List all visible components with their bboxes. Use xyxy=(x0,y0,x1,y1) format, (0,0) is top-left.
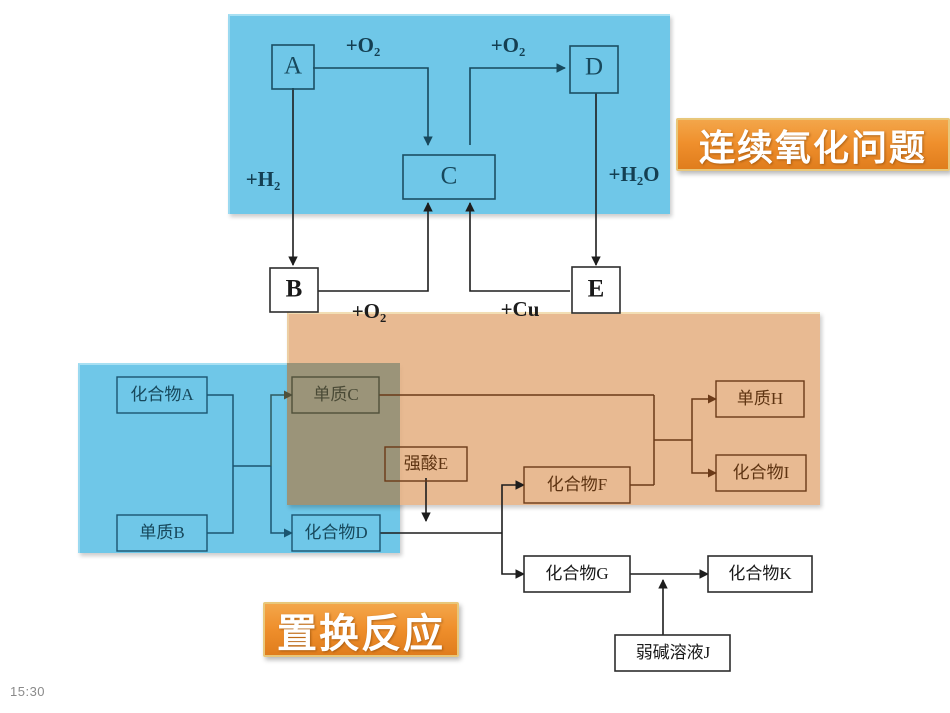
node-oxidation-e-label: E xyxy=(588,276,605,303)
node-compound-d[interactable] xyxy=(291,514,381,552)
node-compound-f[interactable] xyxy=(523,466,631,504)
edge-to-d xyxy=(270,466,293,538)
edge-to-i xyxy=(691,440,717,478)
edge-a-to-c xyxy=(313,67,433,146)
node-compound-d-label: 化合物D xyxy=(304,523,367,542)
node-oxidation-a[interactable] xyxy=(271,44,315,90)
banner-continuous-oxidation[interactable]: 连续氧化问题 xyxy=(676,118,950,171)
timestamp: 15:30 xyxy=(10,684,46,699)
node-strong-acid-e-label: 强酸E xyxy=(404,454,448,473)
node-oxidation-a-label: A xyxy=(284,53,302,80)
node-weak-base-j-label: 弱碱溶液J xyxy=(636,643,711,662)
node-weak-base-j[interactable] xyxy=(614,634,731,672)
edge-b-stub xyxy=(207,466,234,534)
node-strong-acid-e[interactable] xyxy=(384,446,468,482)
node-oxidation-b[interactable] xyxy=(269,267,319,313)
reagent-label-o2-b-c: +O₂ xyxy=(352,299,387,323)
reagent-label-o2-c-d: +O₂ xyxy=(491,33,526,57)
reagent-label-o2-a-c: +O₂ xyxy=(346,33,381,57)
node-oxidation-b-label: B xyxy=(286,276,303,303)
node-compound-a-label: 化合物A xyxy=(130,385,194,404)
node-compound-a[interactable] xyxy=(116,376,208,414)
node-element-c[interactable] xyxy=(291,376,380,414)
node-compound-g[interactable] xyxy=(523,555,631,593)
edge-to-h xyxy=(691,394,717,440)
reagent-label-h2-a-b: +H₂ xyxy=(246,167,281,191)
node-oxidation-d-label: D xyxy=(585,54,603,81)
edge-a-stub xyxy=(207,394,234,466)
banner-displacement-reaction[interactable]: 置换反应 xyxy=(263,602,459,657)
node-compound-k[interactable] xyxy=(707,555,813,593)
node-element-c-label: 单质C xyxy=(313,385,358,404)
node-oxidation-c[interactable] xyxy=(402,154,496,200)
edge-c-to-d xyxy=(469,63,566,145)
node-element-h-label: 单质H xyxy=(737,389,783,408)
node-compound-g-label: 化合物G xyxy=(545,564,608,583)
reagent-label-h2o-d-e: +H₂O xyxy=(609,162,660,186)
edge-to-c xyxy=(270,390,293,466)
banner-continuous-oxidation-label: 连续氧化问题 xyxy=(698,127,927,169)
node-compound-i-label: 化合物I xyxy=(733,463,790,482)
node-oxidation-c-label: C xyxy=(441,163,458,190)
node-element-b[interactable] xyxy=(116,514,208,552)
panel-overlap-region xyxy=(287,363,400,505)
edge-d-to-f xyxy=(501,480,525,533)
node-oxidation-d[interactable] xyxy=(569,45,619,94)
reagent-label-cu-e-c: +Cu xyxy=(501,297,540,321)
node-compound-k-label: 化合物K xyxy=(728,564,792,583)
node-element-h[interactable] xyxy=(715,380,805,418)
node-compound-i[interactable] xyxy=(715,454,807,492)
edge-e-to-c xyxy=(465,202,570,292)
node-element-b-label: 单质B xyxy=(139,523,184,542)
edge-b-to-c xyxy=(318,202,433,292)
edge-d-to-g xyxy=(501,533,525,579)
node-oxidation-e[interactable] xyxy=(571,266,621,314)
node-compound-f-label: 化合物F xyxy=(547,475,607,494)
banner-displacement-reaction-label: 置换反应 xyxy=(277,610,445,657)
